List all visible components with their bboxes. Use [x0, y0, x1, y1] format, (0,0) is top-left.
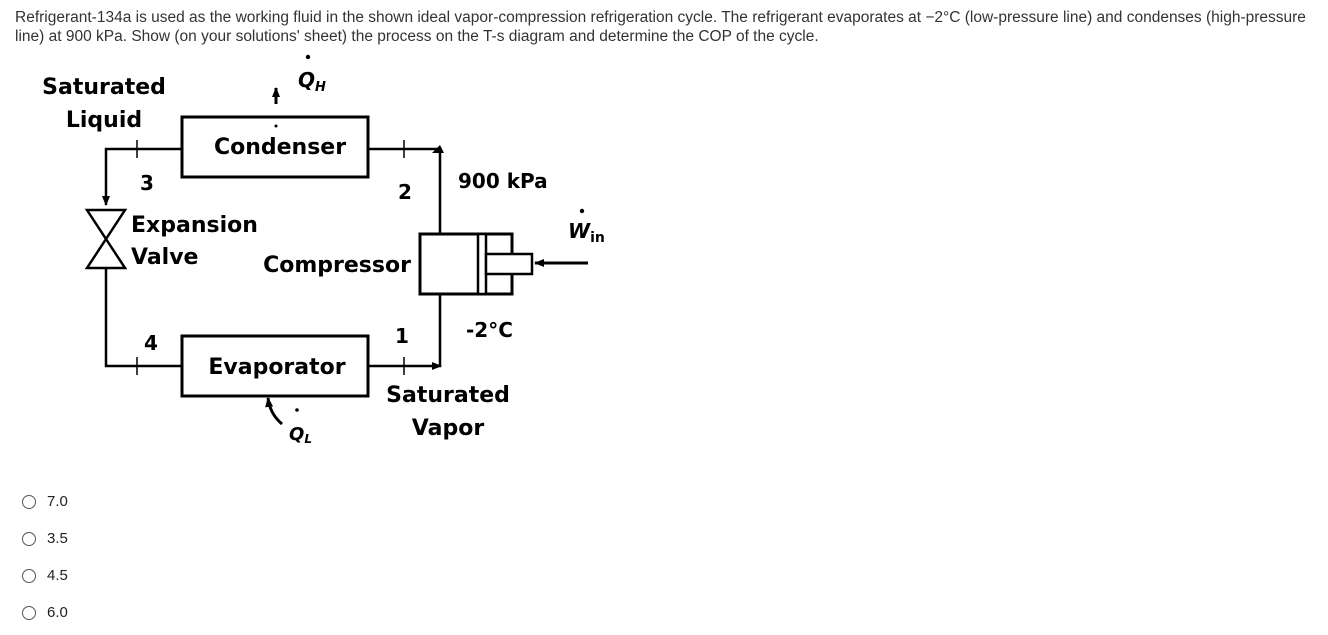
- qh-label: QH: [298, 68, 326, 95]
- radio-button[interactable]: [22, 605, 36, 620]
- expansion-valve-symbol: [84, 208, 128, 270]
- option-3[interactable]: 4.5: [22, 557, 68, 594]
- expansion-valve-label: Expansion: [131, 213, 258, 238]
- saturated-liquid-label-2: Liquid: [66, 108, 142, 133]
- ql-label: QL: [289, 424, 312, 446]
- saturated-vapor-label-2: Vapor: [412, 416, 485, 441]
- state-2-label: 2: [398, 180, 412, 204]
- compressor-rod: [484, 252, 534, 276]
- state-3-label: 3: [140, 171, 154, 195]
- option-label: 7.0: [47, 493, 68, 510]
- compressor-label: Compressor: [263, 253, 411, 278]
- evaporator-box: [180, 334, 370, 398]
- option-label: 6.0: [47, 604, 68, 621]
- expansion-valve-label-2: Valve: [131, 245, 198, 270]
- ql-dot: [295, 408, 299, 412]
- condenser-label: Condenser: [214, 135, 346, 160]
- option-4[interactable]: 6.0: [22, 594, 68, 631]
- temperature-label: -2°C: [466, 318, 513, 342]
- option-1[interactable]: 7.0: [22, 483, 68, 520]
- radio-button[interactable]: [22, 531, 36, 546]
- option-label: 4.5: [47, 567, 68, 584]
- evaporator-label: Evaporator: [208, 355, 345, 380]
- win-dot: [579, 208, 585, 214]
- qh-dot: [305, 54, 311, 60]
- pressure-label: 900 kPa: [458, 169, 548, 193]
- radio-button[interactable]: [22, 568, 36, 583]
- option-label: 3.5: [47, 530, 68, 547]
- state-1-label: 1: [395, 324, 409, 348]
- question-text: Refrigerant-134a is used as the working …: [15, 9, 1306, 45]
- saturated-vapor-label: Saturated: [386, 383, 510, 408]
- option-2[interactable]: 3.5: [22, 520, 68, 557]
- line-3-to-4: [102, 147, 182, 206]
- answer-options: 7.0 3.5 4.5 6.0: [22, 483, 68, 631]
- line-4-to-evaporator: [104, 268, 182, 368]
- radio-button[interactable]: [22, 494, 36, 509]
- win-label: Win: [568, 219, 605, 246]
- ql-arrow: [265, 397, 283, 426]
- refrigeration-cycle-diagram: Saturated Liquid QH Condenser 3 2 900 kP…: [42, 54, 605, 446]
- saturated-liquid-label: Saturated: [42, 75, 166, 100]
- state-4-label: 4: [144, 331, 158, 355]
